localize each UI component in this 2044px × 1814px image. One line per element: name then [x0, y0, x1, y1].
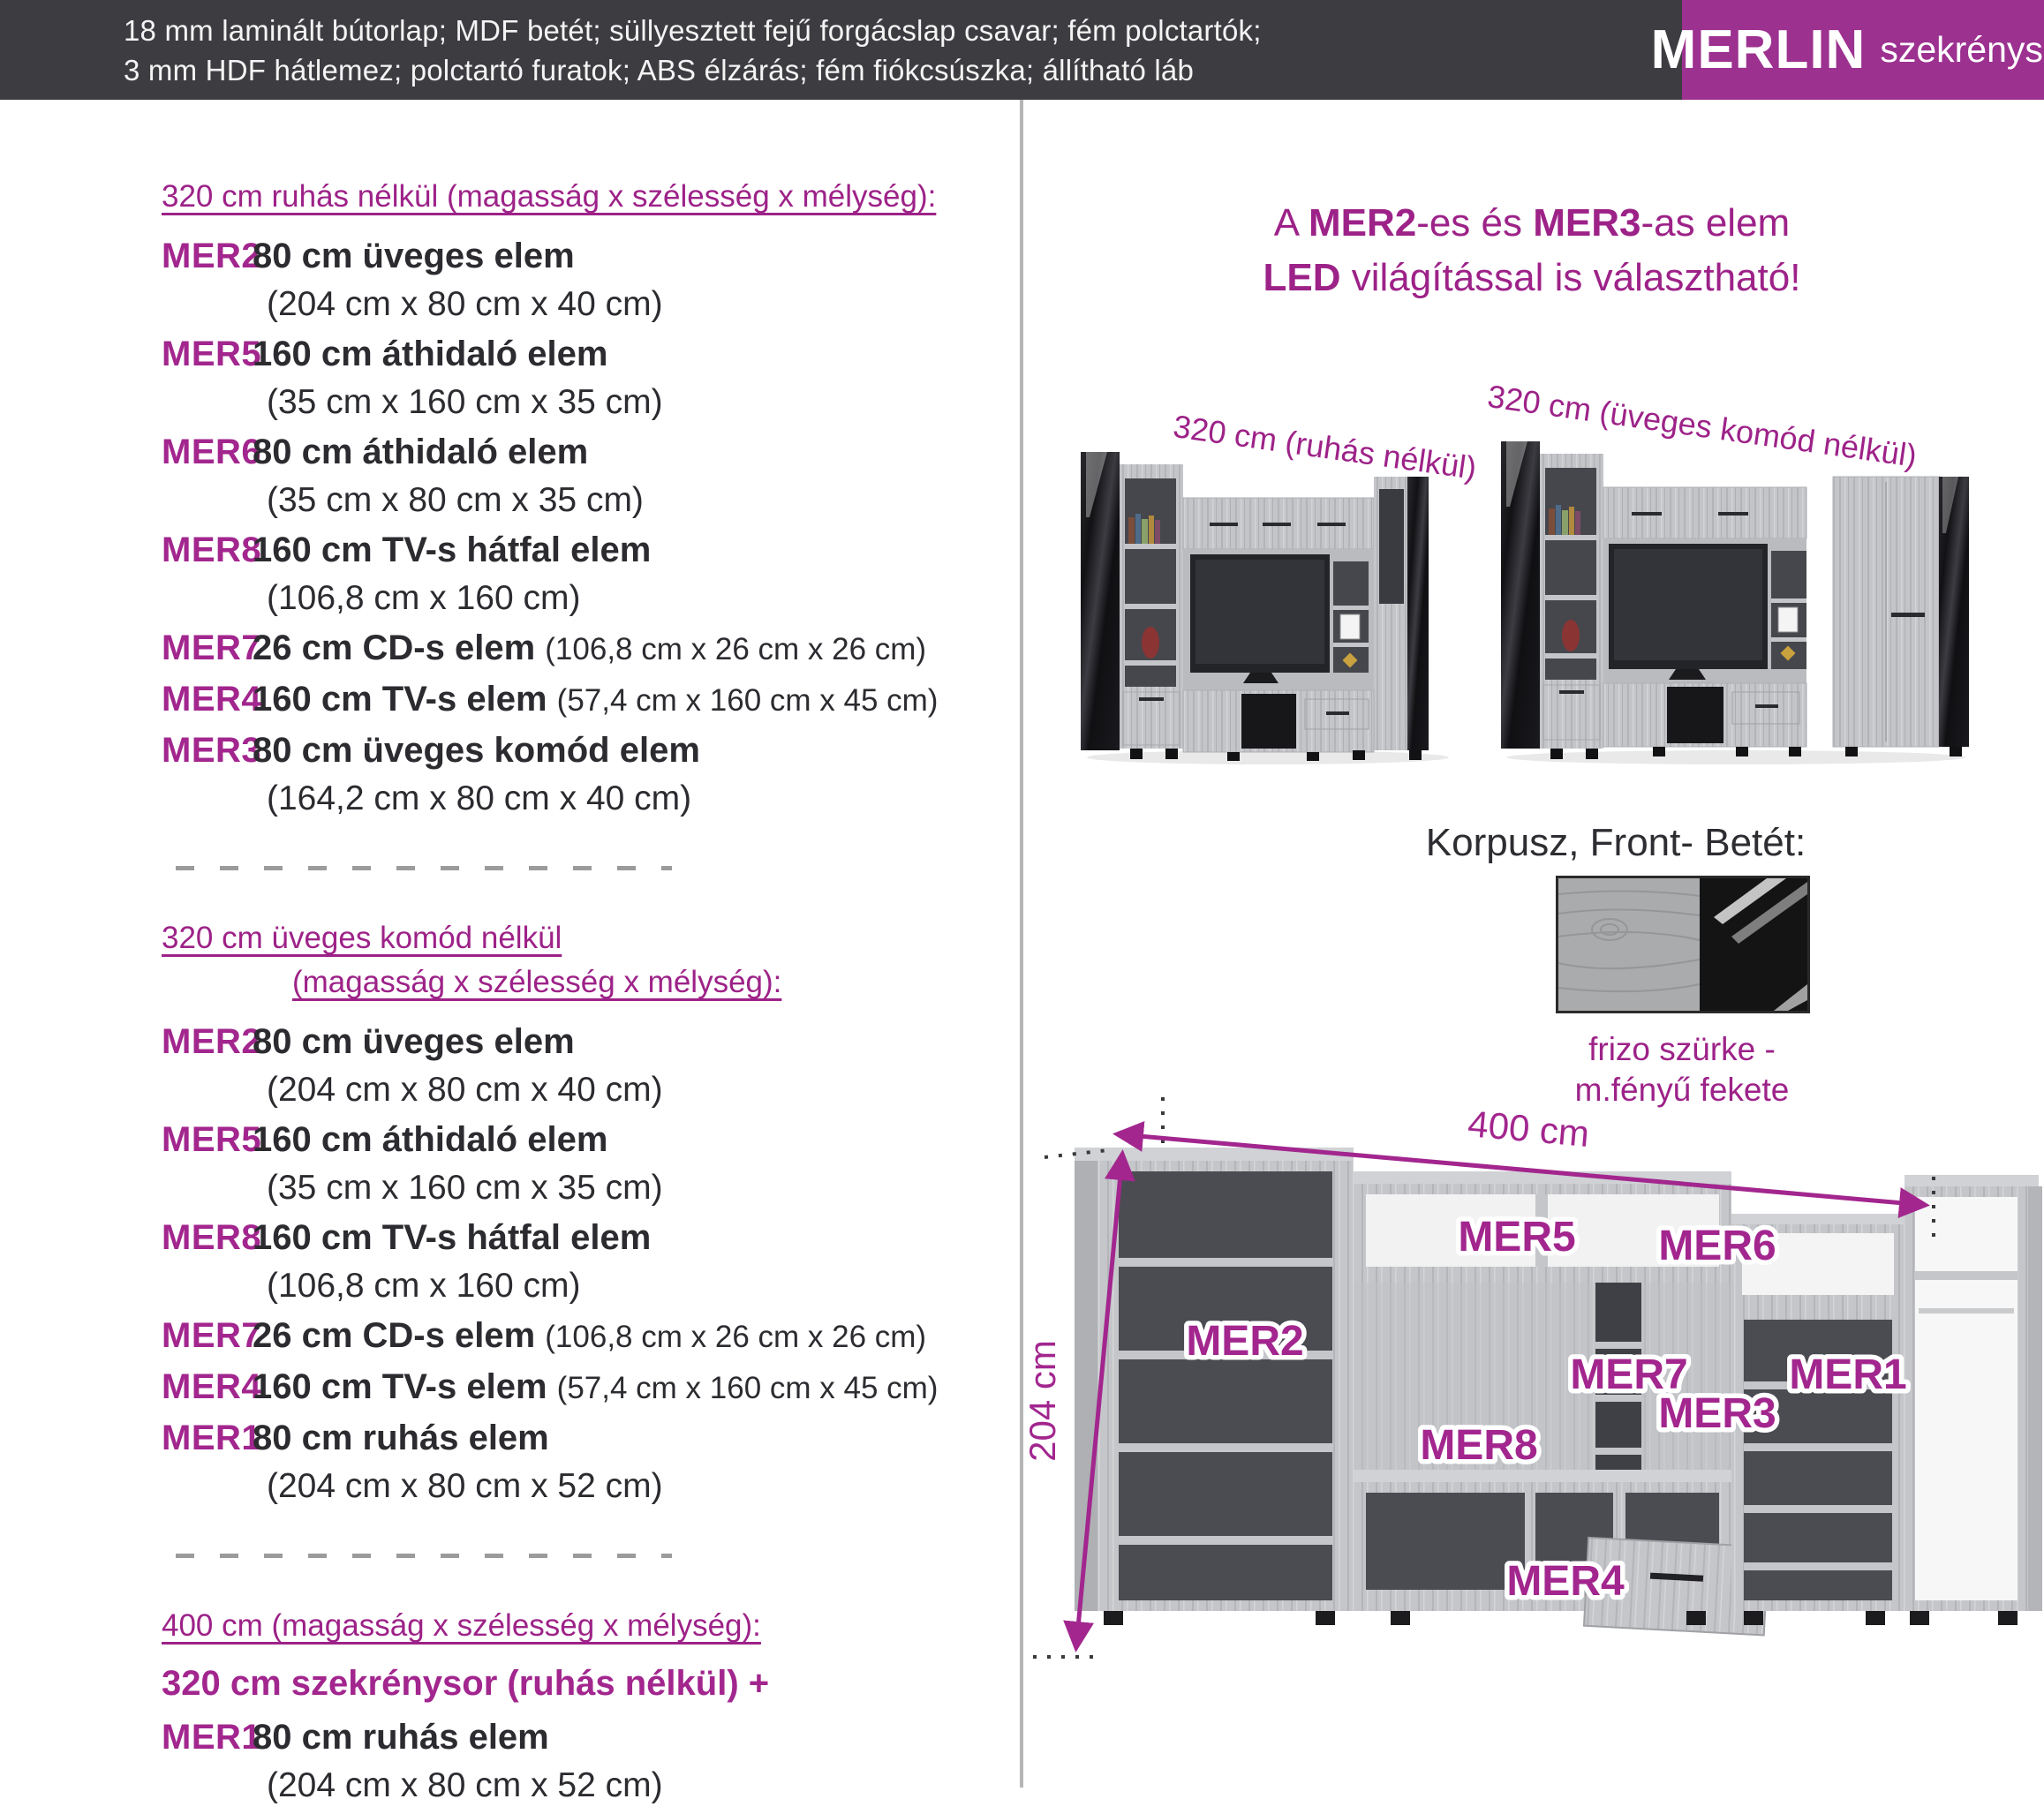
item-name: 160 cm TV-s hátfal elem [253, 1218, 652, 1257]
section3-heading: 400 cm (magasság x szélesség x mélység): [162, 1608, 761, 1643]
finish-caption-line1: frizo szürke - [1588, 1031, 1776, 1067]
dimension-diagram: 400 cm 204 cm MER5 MER6 MER2 MER7 MER1 M… [1022, 1097, 2042, 1659]
item-dims: (106,8 cm x 160 cm) [267, 579, 581, 617]
list-item: MER2 80 cm üveges elem (204 cm x 80 cm x… [162, 235, 1014, 326]
section2-heading: 320 cm üveges komód nélkül (magasság x s… [162, 916, 1014, 1005]
dashed-divider [176, 1554, 672, 1558]
list-item: MER7 26 cm CD-s elem (106,8 cm x 26 cm x… [162, 627, 1014, 671]
section1-heading: 320 cm ruhás nélkül (magasság x szélessé… [162, 179, 937, 214]
item-code: MER7 [162, 629, 262, 667]
led-note-line2: LED világítással is választható! [1263, 256, 1801, 299]
item-dims: (204 cm x 80 cm x 40 cm) [267, 1071, 663, 1109]
item-code: MER6 [162, 433, 262, 471]
item-name: 80 cm üveges komód elem [253, 731, 700, 770]
finish-swatch-graphic [1558, 878, 1807, 1011]
spec-list: 320 cm ruhás nélkül (magasság x szélessé… [162, 175, 1014, 1814]
brand-box: MERLIN szekrénysor [1651, 0, 2044, 100]
item-name: 80 cm ruhás elem [253, 1419, 549, 1457]
item-code: MER4 [162, 1367, 262, 1406]
item-name: 160 cm áthidaló elem [253, 335, 608, 373]
item-code: MER8 [162, 1218, 262, 1257]
item-dims: (106,8 cm x 160 cm) [267, 1267, 581, 1305]
item-name: 160 cm TV-s elem (57,4 cm x 160 cm x 45 … [253, 680, 939, 719]
finish-swatch [1556, 876, 1810, 1013]
header-bar: 18 mm laminált bútorlap; MDF betét; süll… [0, 0, 2044, 100]
finish-caption-line2: m.fényű fekete [1574, 1072, 1790, 1108]
item-dims: (35 cm x 160 cm x 35 cm) [267, 1169, 663, 1207]
item-dims: (204 cm x 80 cm x 52 cm) [267, 1766, 663, 1804]
item-dims: (57,4 cm x 160 cm x 45 cm) [556, 683, 939, 718]
item-dims: (204 cm x 80 cm x 52 cm) [267, 1467, 663, 1505]
item-code: MER5 [162, 1120, 262, 1159]
item-dims: (57,4 cm x 160 cm x 45 cm) [556, 1371, 939, 1405]
materials-line-2: 3 mm HDF hátlemez; polctartó furatok; AB… [124, 54, 1195, 87]
item-code: MER5 [162, 335, 262, 373]
item-name: 160 cm TV-s elem (57,4 cm x 160 cm x 45 … [253, 1367, 939, 1406]
brand-suffix: szekrénysor [1880, 29, 2044, 70]
item-name: 26 cm CD-s elem (106,8 cm x 26 cm x 26 c… [253, 629, 927, 667]
diagram-height-label: 204 cm [1022, 1340, 1063, 1462]
list-item: MER2 80 cm üveges elem (204 cm x 80 cm x… [162, 1020, 1014, 1111]
finish-heading: Korpusz, Front- Betét: [1425, 821, 1806, 864]
list-item: MER7 26 cm CD-s elem (106,8 cm x 26 cm x… [162, 1314, 1014, 1359]
diagram-width-label: 400 cm [1467, 1103, 1591, 1155]
dashed-divider [176, 866, 672, 870]
diagram-label-mer4: MER4 [1506, 1558, 1625, 1605]
item-name: 80 cm áthidaló elem [253, 433, 589, 471]
list-item: MER1 80 cm ruhás elem (204 cm x 80 cm x … [162, 1417, 1014, 1508]
item-code: MER1 [162, 1419, 262, 1457]
item-name: 26 cm CD-s elem (106,8 cm x 26 cm x 26 c… [253, 1316, 927, 1355]
materials-line-1: 18 mm laminált bútorlap; MDF betét; süll… [124, 14, 1262, 47]
combo-line: 320 cm szekrénysor (ruhás nélkül) + [162, 1664, 770, 1703]
product-photo-2 [1501, 441, 1969, 764]
diagram-label-mer8: MER8 [1420, 1422, 1537, 1469]
diagram-label-mer1: MER1 [1789, 1351, 1906, 1398]
diagram-label-mer5: MER5 [1458, 1214, 1575, 1261]
diagram-feet [1104, 1611, 2018, 1625]
list-item: MER3 80 cm üveges komód elem (164,2 cm x… [162, 729, 1014, 820]
item-dims: (106,8 cm x 26 cm x 26 cm) [545, 1320, 927, 1354]
brand-name: MERLIN [1650, 19, 1867, 80]
section2-heading-line1: 320 cm üveges komód nélkül [162, 921, 562, 955]
finish-caption: frizo szürke - m.fényű fekete [1430, 1029, 1934, 1110]
list-item: MER8 160 cm TV-s hátfal elem (106,8 cm x… [162, 1216, 1014, 1307]
item-name: 160 cm áthidaló elem [253, 1120, 608, 1159]
item-code: MER1 [162, 1718, 262, 1757]
item-code: MER2 [162, 237, 262, 275]
item-name: 160 cm TV-s hátfal elem [253, 531, 652, 569]
item-code: MER8 [162, 531, 262, 569]
item-name: 80 cm ruhás elem [253, 1718, 549, 1757]
list-item: MER4 160 cm TV-s elem (57,4 cm x 160 cm … [162, 1366, 1014, 1410]
item-code: MER4 [162, 680, 262, 719]
reference-dots [1033, 1097, 1935, 1659]
item-dims: (164,2 cm x 80 cm x 40 cm) [267, 779, 692, 817]
diagram-label-mer6: MER6 [1658, 1223, 1776, 1269]
materials-text: 18 mm laminált bútorlap; MDF betét; süll… [124, 11, 1262, 90]
item-dims: (35 cm x 80 cm x 35 cm) [267, 481, 644, 519]
item-dims: (106,8 cm x 26 cm x 26 cm) [545, 632, 927, 666]
list-item: MER5 160 cm áthidaló elem (35 cm x 160 c… [162, 333, 1014, 424]
item-name: 80 cm üveges elem [253, 237, 575, 275]
product-photo-1 [1081, 452, 1449, 764]
list-item: MER6 80 cm áthidaló elem (35 cm x 80 cm … [162, 431, 1014, 522]
list-item: MER5 160 cm áthidaló elem (35 cm x 160 c… [162, 1118, 1014, 1209]
dimension-arrows [1063, 1121, 1930, 1652]
column-divider [1020, 100, 1023, 1788]
item-dims: (204 cm x 80 cm x 40 cm) [267, 285, 663, 323]
led-note: A MER2-es és MER3-as elem LED világításs… [1095, 196, 1969, 305]
diagram-label-mer7: MER7 [1570, 1351, 1687, 1398]
item-code: MER3 [162, 731, 262, 770]
item-name: 80 cm üveges elem [253, 1022, 575, 1061]
diagram-label-mer3: MER3 [1658, 1390, 1776, 1437]
item-dims: (35 cm x 160 cm x 35 cm) [267, 383, 663, 421]
list-item: MER8 160 cm TV-s hátfal elem (106,8 cm x… [162, 529, 1014, 620]
item-code: MER2 [162, 1022, 262, 1061]
list-item: MER4 160 cm TV-s elem (57,4 cm x 160 cm … [162, 678, 1014, 722]
list-item: MER1 80 cm ruhás elem (204 cm x 80 cm x … [162, 1716, 1014, 1807]
led-note-line1: A MER2-es és MER3-as elem [1273, 201, 1791, 245]
item-code: MER7 [162, 1316, 262, 1355]
diagram-label-mer2: MER2 [1186, 1318, 1303, 1365]
section2-heading-line2: (magasság x szélesség x mélység): [292, 965, 782, 999]
